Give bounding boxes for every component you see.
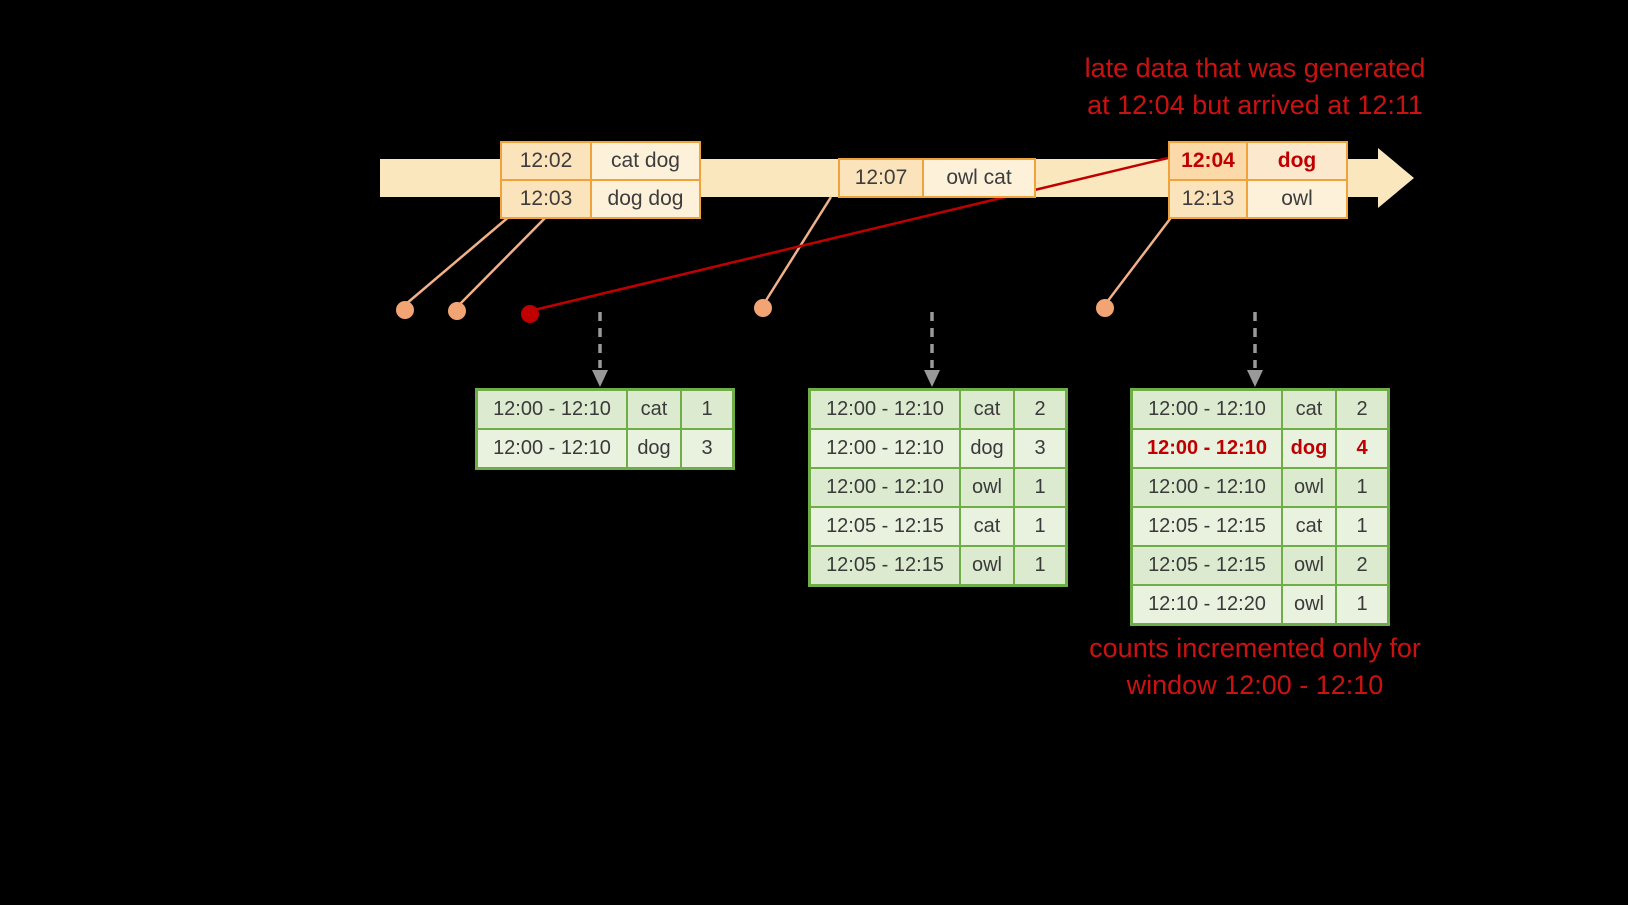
word-cell: cat bbox=[1283, 508, 1335, 545]
event-words: dog dog bbox=[592, 181, 699, 217]
event-connector-line bbox=[405, 214, 512, 305]
word-cell: owl bbox=[1283, 469, 1335, 506]
event-dot bbox=[448, 302, 466, 320]
annotation-line: at 12:04 but arrived at 12:11 bbox=[1087, 90, 1423, 120]
table-row: 12:05 - 12:15 cat 1 bbox=[811, 508, 1065, 545]
result-table-3: 12:00 - 12:10 cat 2 12:00 - 12:10 dog 4 … bbox=[1130, 388, 1390, 626]
table-row: 12:05 - 12:15 owl 1 bbox=[811, 547, 1065, 584]
event-dot bbox=[1096, 299, 1114, 317]
window-cell: 12:10 - 12:20 bbox=[1133, 586, 1281, 623]
event-box-2: 12:07 owl cat bbox=[838, 158, 1036, 198]
word-cell: cat bbox=[961, 508, 1013, 545]
table-row: 12:00 - 12:10 cat 2 bbox=[1133, 391, 1387, 428]
table-row: 12:00 - 12:10 dog 3 bbox=[811, 430, 1065, 467]
count-cell: 2 bbox=[1337, 547, 1387, 584]
table-row: 12:00 - 12:10 cat 1 bbox=[478, 391, 732, 428]
event-words: owl bbox=[1248, 181, 1346, 217]
count-cell: 3 bbox=[682, 430, 732, 467]
window-cell: 12:05 - 12:15 bbox=[1133, 547, 1281, 584]
late-event-time: 12:04 bbox=[1170, 143, 1246, 179]
event-time: 12:03 bbox=[502, 181, 590, 217]
word-cell: dog bbox=[1283, 430, 1335, 467]
table-row: 12:05 - 12:15 cat 1 bbox=[1133, 508, 1387, 545]
word-cell: dog bbox=[961, 430, 1013, 467]
event-time: 12:02 bbox=[502, 143, 590, 179]
word-cell: dog bbox=[628, 430, 680, 467]
event-words: owl cat bbox=[924, 160, 1034, 196]
word-cell: owl bbox=[1283, 547, 1335, 584]
word-cell: owl bbox=[961, 469, 1013, 506]
word-cell: owl bbox=[1283, 586, 1335, 623]
count-cell: 1 bbox=[682, 391, 732, 428]
window-cell: 12:00 - 12:10 bbox=[1133, 430, 1281, 467]
count-cell: 1 bbox=[1337, 469, 1387, 506]
event-connector-line bbox=[763, 196, 833, 303]
count-cell: 3 bbox=[1015, 430, 1065, 467]
table-row: 12:10 - 12:20 owl 1 bbox=[1133, 586, 1387, 623]
count-cell: 2 bbox=[1015, 391, 1065, 428]
count-cell: 2 bbox=[1337, 391, 1387, 428]
word-cell: cat bbox=[1283, 391, 1335, 428]
count-cell: 1 bbox=[1015, 508, 1065, 545]
trigger-arrowhead-icon bbox=[1247, 370, 1263, 387]
window-cell: 12:00 - 12:10 bbox=[811, 391, 959, 428]
annotation-line: counts incremented only for bbox=[1089, 633, 1421, 663]
event-dot bbox=[396, 301, 414, 319]
trigger-arrowhead-icon bbox=[924, 370, 940, 387]
event-connector-line bbox=[458, 214, 549, 306]
result-table-2: 12:00 - 12:10 cat 2 12:00 - 12:10 dog 3 … bbox=[808, 388, 1068, 587]
result-table-1: 12:00 - 12:10 cat 1 12:00 - 12:10 dog 3 bbox=[475, 388, 735, 470]
count-cell: 1 bbox=[1337, 508, 1387, 545]
counts-incremented-annotation: counts incremented only for window 12:00… bbox=[1030, 630, 1480, 704]
table-row: 12:00 - 12:10 owl 1 bbox=[1133, 469, 1387, 506]
window-cell: 12:05 - 12:15 bbox=[811, 508, 959, 545]
word-cell: cat bbox=[961, 391, 1013, 428]
event-dot bbox=[754, 299, 772, 317]
event-box-3: 12:04 dog 12:13 owl bbox=[1168, 141, 1348, 219]
late-event-dot bbox=[521, 305, 539, 323]
late-updated-row: 12:00 - 12:10 dog 4 bbox=[1133, 430, 1387, 467]
word-cell: owl bbox=[961, 547, 1013, 584]
window-cell: 12:00 - 12:10 bbox=[811, 469, 959, 506]
window-cell: 12:05 - 12:15 bbox=[811, 547, 959, 584]
event-time: 12:13 bbox=[1170, 181, 1246, 217]
word-cell: cat bbox=[628, 391, 680, 428]
window-cell: 12:00 - 12:10 bbox=[811, 430, 959, 467]
late-event-words: dog bbox=[1248, 143, 1346, 179]
late-connector-line bbox=[533, 156, 1169, 312]
count-cell: 1 bbox=[1015, 547, 1065, 584]
table-row: 12:00 - 12:10 cat 2 bbox=[811, 391, 1065, 428]
event-words: cat dog bbox=[592, 143, 699, 179]
table-row: 12:00 - 12:10 owl 1 bbox=[811, 469, 1065, 506]
event-connector-line bbox=[1106, 214, 1174, 303]
window-cell: 12:00 - 12:10 bbox=[478, 391, 626, 428]
table-row: 12:00 - 12:10 dog 3 bbox=[478, 430, 732, 467]
late-data-annotation: late data that was generated at 12:04 bu… bbox=[1030, 50, 1480, 124]
window-cell: 12:05 - 12:15 bbox=[1133, 508, 1281, 545]
table-row: 12:05 - 12:15 owl 2 bbox=[1133, 547, 1387, 584]
count-cell: 1 bbox=[1337, 586, 1387, 623]
window-cell: 12:00 - 12:10 bbox=[1133, 469, 1281, 506]
event-box-1: 12:02 cat dog 12:03 dog dog bbox=[500, 141, 701, 219]
window-cell: 12:00 - 12:10 bbox=[1133, 391, 1281, 428]
timeline-arrow-head-icon bbox=[1378, 148, 1414, 208]
count-cell: 1 bbox=[1015, 469, 1065, 506]
window-cell: 12:00 - 12:10 bbox=[478, 430, 626, 467]
annotation-line: late data that was generated bbox=[1084, 53, 1426, 83]
trigger-arrowhead-icon bbox=[592, 370, 608, 387]
event-time: 12:07 bbox=[840, 160, 922, 196]
count-cell: 4 bbox=[1337, 430, 1387, 467]
annotation-line: window 12:00 - 12:10 bbox=[1126, 670, 1384, 700]
